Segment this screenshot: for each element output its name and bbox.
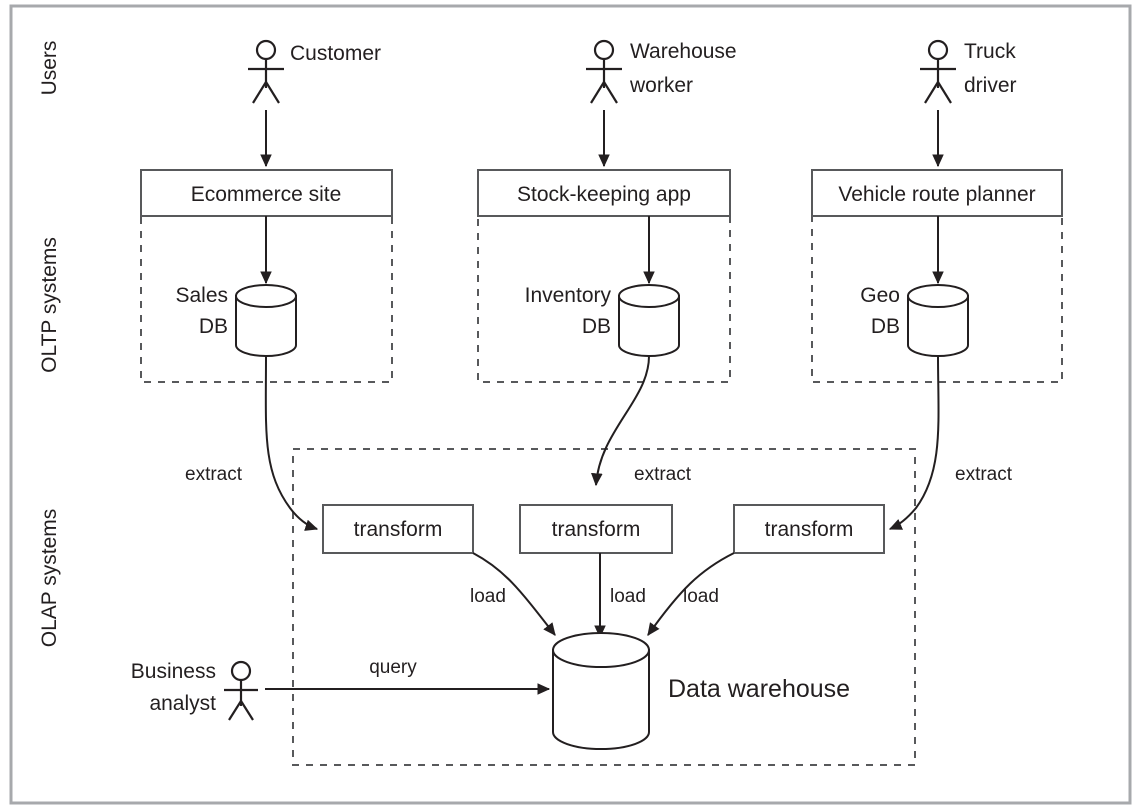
- transform-label-2: transform: [552, 518, 641, 541]
- database-label-geo-db-line2: DB: [871, 315, 900, 338]
- app-label-stock-keeping-app: Stock-keeping app: [517, 183, 691, 206]
- oltp-region-geo: [811, 215, 1063, 383]
- actor-label-business-analyst-line1: Business: [131, 660, 216, 683]
- actor-label-warehouse-worker-line1: Warehouse: [630, 40, 737, 63]
- actor-label-customer: Customer: [290, 42, 381, 65]
- actor-label-warehouse-worker-line2: worker: [629, 74, 693, 97]
- actor-label-truck-driver-line1: Truck: [964, 40, 1016, 63]
- olap-region: [292, 448, 916, 766]
- database-label-sales-db-line2: DB: [199, 315, 228, 338]
- row-label-olap: OLAP systems: [38, 509, 61, 648]
- actor-customer: Customer: [248, 39, 381, 104]
- app-box-ecommerce-site[interactable]: Ecommerce site: [140, 169, 393, 217]
- transform-label-1: transform: [354, 518, 443, 541]
- edge-label-extract-1: extract: [185, 464, 243, 485]
- database-cylinder-icon: [235, 284, 297, 357]
- actor-warehouse-worker: Warehouse worker: [586, 39, 737, 104]
- stick-figure-icon: [920, 39, 956, 104]
- edge-label-extract-2: extract: [634, 464, 692, 485]
- app-label-ecommerce-site: Ecommerce site: [191, 183, 342, 206]
- edge-label-load-3: load: [683, 586, 719, 607]
- row-label-users: Users: [38, 41, 61, 96]
- database-cylinder-icon: [907, 284, 969, 357]
- transform-box-1[interactable]: transform: [322, 504, 474, 554]
- database-cylinder-icon: [618, 284, 680, 357]
- data-warehouse-label: Data warehouse: [668, 675, 850, 703]
- actor-label-truck-driver-line2: driver: [964, 74, 1017, 97]
- database-sales-db: Sales DB: [175, 284, 297, 357]
- app-label-vehicle-route-planner: Vehicle route planner: [838, 183, 1035, 206]
- app-box-stock-keeping-app[interactable]: Stock-keeping app: [477, 169, 731, 217]
- database-label-geo-db-line1: Geo: [860, 284, 900, 307]
- flow-extract-geo: [888, 355, 940, 530]
- database-label-inventory-db-line2: DB: [582, 315, 611, 338]
- app-box-vehicle-route-planner[interactable]: Vehicle route planner: [811, 169, 1063, 217]
- edge-label-query: query: [369, 657, 417, 678]
- data-warehouse: Data warehouse: [552, 632, 850, 750]
- edge-label-load-1: load: [470, 586, 506, 607]
- edge-label-load-2: load: [610, 586, 646, 607]
- stick-figure-icon: [224, 660, 258, 721]
- flow-extract-inventory: [591, 355, 650, 487]
- transform-box-2[interactable]: transform: [519, 504, 673, 554]
- stick-figure-icon: [248, 39, 284, 104]
- database-geo-db: Geo DB: [860, 284, 969, 357]
- database-label-inventory-db-line1: Inventory: [525, 284, 612, 307]
- transform-label-3: transform: [765, 518, 854, 541]
- database-label-sales-db-line1: Sales: [175, 284, 228, 307]
- flow-load-3: [647, 552, 735, 636]
- flow-extract-sales: [264, 355, 319, 531]
- edge-label-extract-3: extract: [955, 464, 1013, 485]
- flow-load-1: [472, 552, 556, 636]
- actor-label-business-analyst-line2: analyst: [149, 692, 216, 715]
- database-cylinder-icon: [552, 632, 650, 750]
- stick-figure-icon: [586, 39, 622, 104]
- database-inventory-db: Inventory DB: [525, 284, 680, 357]
- row-label-oltp: OLTP systems: [38, 237, 61, 373]
- actor-business-analyst: Business analyst: [131, 660, 258, 721]
- actor-truck-driver: Truck driver: [920, 39, 1017, 104]
- transform-box-3[interactable]: transform: [733, 504, 885, 554]
